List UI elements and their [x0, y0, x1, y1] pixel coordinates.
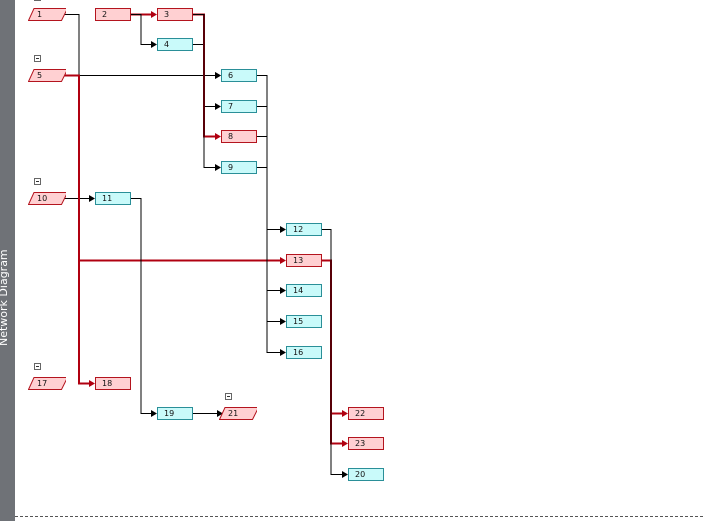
task-label: 21 — [228, 409, 239, 418]
task-node[interactable]: 19 — [157, 407, 193, 420]
critical-task-node[interactable]: 2 — [95, 8, 131, 21]
link-13-23 — [322, 259, 343, 445]
collapse-toggle-icon[interactable] — [34, 0, 41, 1]
critical-task-node[interactable]: 23 — [348, 437, 384, 450]
link-7-14 — [257, 106, 281, 291]
critical-task-node[interactable]: 13 — [286, 254, 322, 267]
link-13-22 — [322, 259, 343, 415]
arrowhead-icon — [280, 257, 286, 264]
summary-task-node[interactable]: 17 — [28, 377, 66, 390]
collapse-toggle-icon[interactable] — [34, 55, 41, 62]
sidebar: Network Diagram — [0, 0, 15, 521]
arrowhead-icon — [215, 164, 221, 171]
task-node[interactable]: 20 — [348, 468, 384, 481]
critical-task-node[interactable]: 8 — [221, 130, 257, 143]
parallelogram-shape — [219, 407, 257, 420]
arrowhead-icon — [151, 41, 157, 48]
summary-task-node[interactable]: 21 — [219, 407, 257, 420]
link-6-12 — [257, 75, 281, 230]
task-node[interactable]: 16 — [286, 346, 322, 359]
critical-task-node[interactable]: 3 — [157, 8, 193, 21]
parallelogram-shape — [28, 377, 66, 390]
critical-task-node[interactable]: 18 — [95, 377, 131, 390]
collapse-toggle-icon[interactable] — [225, 393, 232, 400]
link-9-16 — [257, 167, 281, 353]
task-node[interactable]: 7 — [221, 100, 257, 113]
summary-task-node[interactable]: 1 — [28, 8, 66, 21]
arrowhead-icon — [215, 72, 221, 79]
arrowhead-icon — [89, 195, 95, 202]
arrowhead-icon — [342, 410, 348, 417]
parallelogram-shape — [28, 69, 66, 82]
task-node[interactable]: 15 — [286, 315, 322, 328]
task-label: 10 — [37, 194, 48, 203]
task-label: 17 — [37, 379, 48, 388]
link-1-6 — [63, 14, 216, 76]
arrowhead-icon — [151, 410, 157, 417]
task-node[interactable]: 12 — [286, 223, 322, 236]
arrowhead-icon — [215, 103, 221, 110]
collapse-toggle-icon[interactable] — [34, 363, 41, 370]
arrowhead-icon — [89, 380, 95, 387]
task-node[interactable]: 14 — [286, 284, 322, 297]
arrowhead-icon — [280, 318, 286, 325]
task-label: 1 — [37, 10, 43, 19]
sidebar-title: Network Diagram — [0, 249, 10, 346]
task-node[interactable]: 6 — [221, 69, 257, 82]
arrowhead-icon — [215, 133, 221, 140]
task-label: 5 — [37, 71, 43, 80]
parallelogram-shape — [28, 8, 66, 21]
arrowhead-icon — [280, 349, 286, 356]
arrowhead-icon — [342, 440, 348, 447]
collapse-toggle-icon[interactable] — [34, 178, 41, 185]
arrowhead-icon — [280, 226, 286, 233]
link-5-18 — [63, 74, 90, 385]
page-break-line — [15, 516, 703, 517]
arrowhead-icon — [217, 410, 223, 417]
arrowhead-icon — [280, 287, 286, 294]
task-node[interactable]: 11 — [95, 192, 131, 205]
link-11-19 — [131, 198, 152, 414]
arrowhead-icon — [342, 471, 348, 478]
summary-task-node[interactable]: 5 — [28, 69, 66, 82]
task-node[interactable]: 4 — [157, 38, 193, 51]
summary-task-node[interactable]: 10 — [28, 192, 66, 205]
link-2-4 — [131, 14, 152, 45]
critical-task-node[interactable]: 22 — [348, 407, 384, 420]
link-3-9 — [193, 14, 216, 168]
task-node[interactable]: 9 — [221, 161, 257, 174]
link-12-20 — [322, 229, 343, 475]
arrowhead-icon — [151, 11, 157, 18]
dependency-links — [63, 11, 348, 478]
parallelogram-shape — [28, 192, 66, 205]
